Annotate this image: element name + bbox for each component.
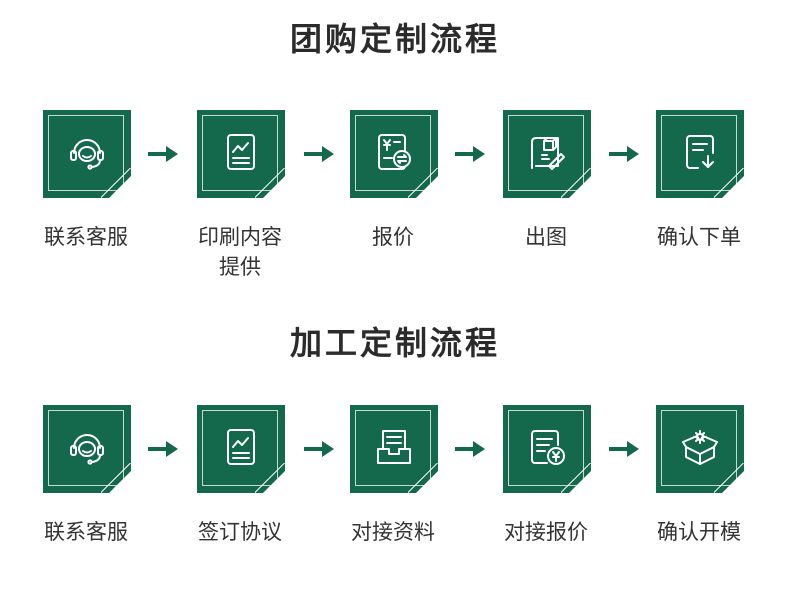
step-icon-box: [656, 405, 744, 493]
step-icon-box: [350, 110, 438, 198]
step-label: 联系客服: [44, 225, 128, 249]
step-label: 印刷内容 提供: [198, 225, 282, 279]
group-buy-process-row: 联系客服 印刷内容 提供 报价: [0, 110, 790, 310]
document-chart-icon: [227, 429, 255, 465]
step-label: 联系客服: [44, 520, 128, 544]
arrow-right-icon: [609, 441, 639, 457]
step-icon-box: [503, 110, 591, 198]
arrow-right-icon: [304, 146, 334, 162]
step-label: 出图: [525, 225, 567, 249]
processing-process-row: 联系客服 签订协议 对接资料: [0, 405, 790, 605]
headset-icon: [70, 139, 104, 170]
document-yen-icon: [531, 430, 565, 465]
price-calculator-icon: [378, 134, 411, 170]
arrow-right-icon: [148, 146, 178, 162]
step-icon-box: [503, 405, 591, 493]
step-icon-box: [197, 405, 285, 493]
step-label: 确认开模: [657, 520, 741, 544]
step-icon-box: [350, 405, 438, 493]
arrow-right-icon: [455, 146, 485, 162]
step-label: 对接报价: [504, 520, 588, 544]
step-label: 确认下单: [657, 225, 741, 249]
document-chart-icon: [227, 134, 255, 170]
step-label: 报价: [372, 225, 414, 249]
document-tray-icon: [377, 430, 411, 464]
section-title-processing: 加工定制流程: [289, 324, 500, 362]
step-icon-box: [43, 110, 131, 198]
headset-icon: [70, 434, 104, 465]
order-download-icon: [686, 135, 714, 169]
arrow-right-icon: [609, 146, 639, 162]
design-drawing-icon: [531, 137, 565, 170]
step-label: 对接资料: [351, 520, 435, 544]
section-title-group-buy: 团购定制流程: [289, 20, 500, 58]
arrow-right-icon: [455, 441, 485, 457]
step-icon-box: [656, 110, 744, 198]
step-icon-box: [197, 110, 285, 198]
arrow-right-icon: [304, 441, 334, 457]
step-icon-box: [43, 405, 131, 493]
step-label: 签订协议: [198, 520, 282, 544]
box-gear-icon: [682, 430, 718, 465]
arrow-right-icon: [148, 441, 178, 457]
